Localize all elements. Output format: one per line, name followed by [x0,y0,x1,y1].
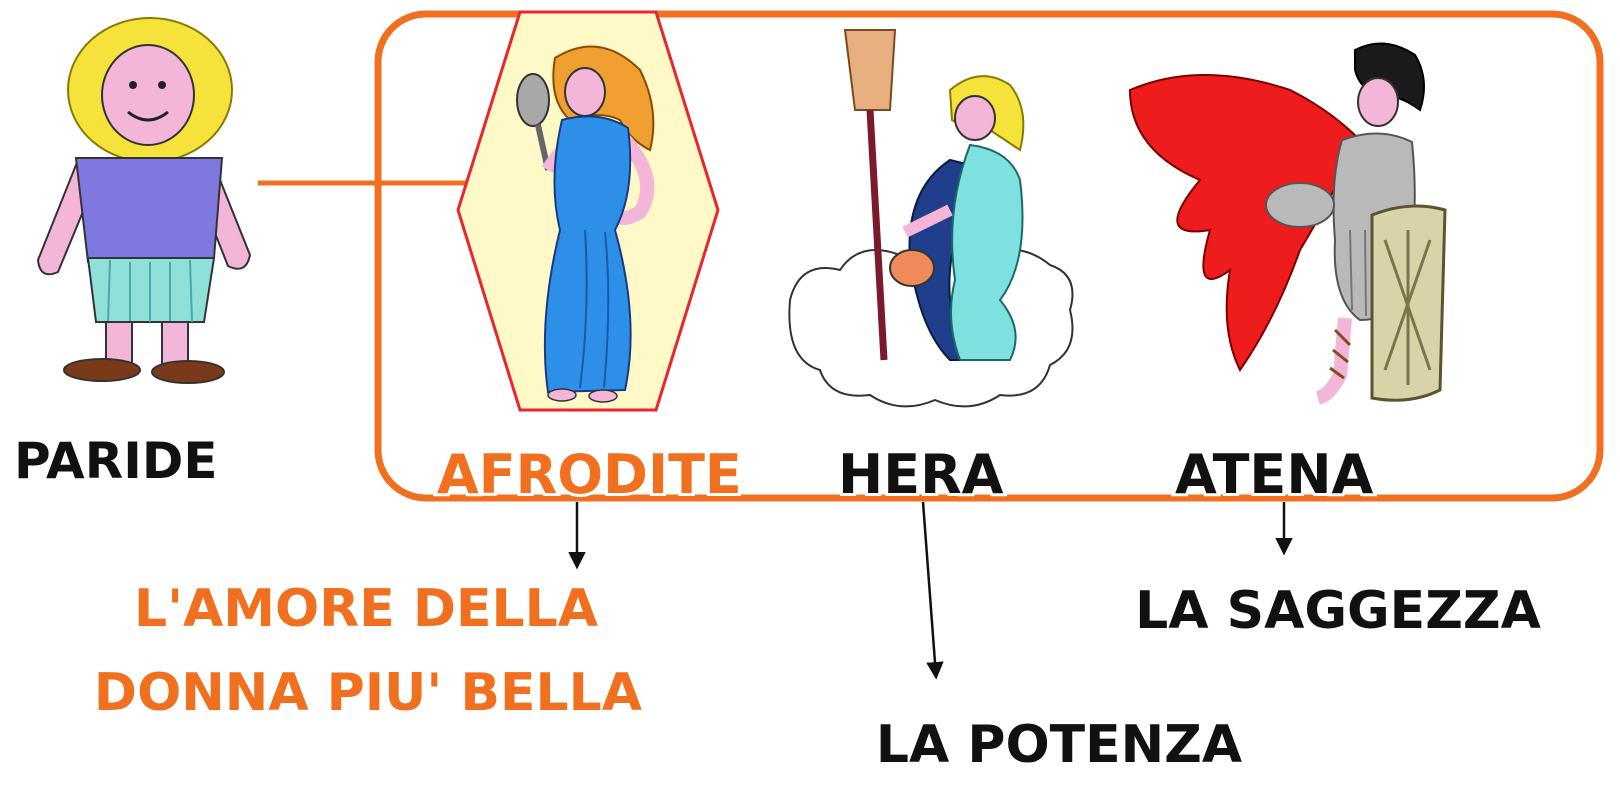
paride-figure [36,17,252,384]
afrodite-gift-line1: L'AMORE DELLA [134,579,598,639]
hera-gift: LA POTENZA [876,715,1242,775]
label-hera: HERA [838,443,1004,506]
label-paride: PARIDE [14,432,218,490]
label-afrodite: AFRODITE [437,443,742,506]
atena-figure [1128,42,1447,405]
hera-figure [788,29,1074,408]
afrodite-gift-line2: DONNA PIU' BELLA [94,663,642,723]
hera-gift-arrow [921,501,944,680]
atena-gift: LA SAGGEZZA [1135,581,1541,641]
afrodite-figure [516,45,655,403]
goddesses-frame [374,10,1604,502]
label-atena: ATENA [1175,443,1374,506]
